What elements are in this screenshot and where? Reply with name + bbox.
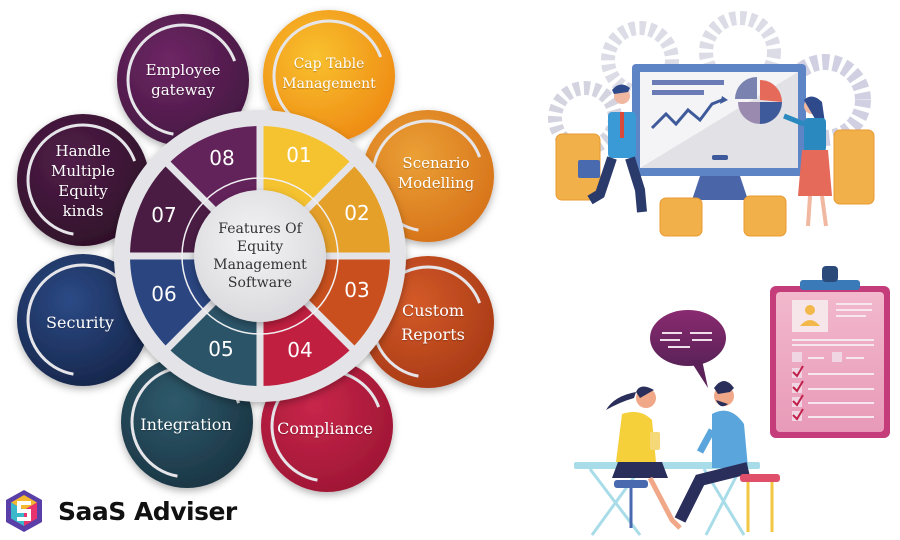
petal-label-compliance: Compliance [277,419,373,438]
wheel-inner-ring [181,177,339,335]
job-interview-illustration [574,266,890,536]
petal-label-security: Security [46,313,114,332]
petal-equity-kinds [17,114,149,246]
segment-number-01: 01 [286,143,312,167]
business-presentation-illustration [548,11,875,237]
petal-security [17,254,149,386]
brand-name: SaaS Adviser [58,497,237,526]
segment-number-08: 08 [209,146,235,170]
petal-label-equity-kinds: Handle Multiple Equity kinds [51,142,115,220]
segment-number-04: 04 [287,338,313,362]
petal-label-custom-reports: Custom Reports [401,301,465,344]
diagram-title: Features Of Equity Management Software [213,221,307,291]
segment-number-05: 05 [208,337,234,361]
wheel-hub [194,190,326,322]
segment-number-06: 06 [151,282,177,306]
saas-adviser-logo-mark [6,490,42,532]
segment-number-02: 02 [344,201,370,225]
petal-label-integration: Integration [140,415,232,434]
petal-label-scenario-modelling: Scenario Modelling [397,154,475,192]
segment-number-03: 03 [344,278,370,302]
segment-number-07: 07 [151,203,177,227]
petal-employee-gateway [117,14,249,146]
petal-label-employee-gateway: Employee gateway [145,61,221,99]
petal-label-cap-table: Cap Table Management [282,56,376,92]
